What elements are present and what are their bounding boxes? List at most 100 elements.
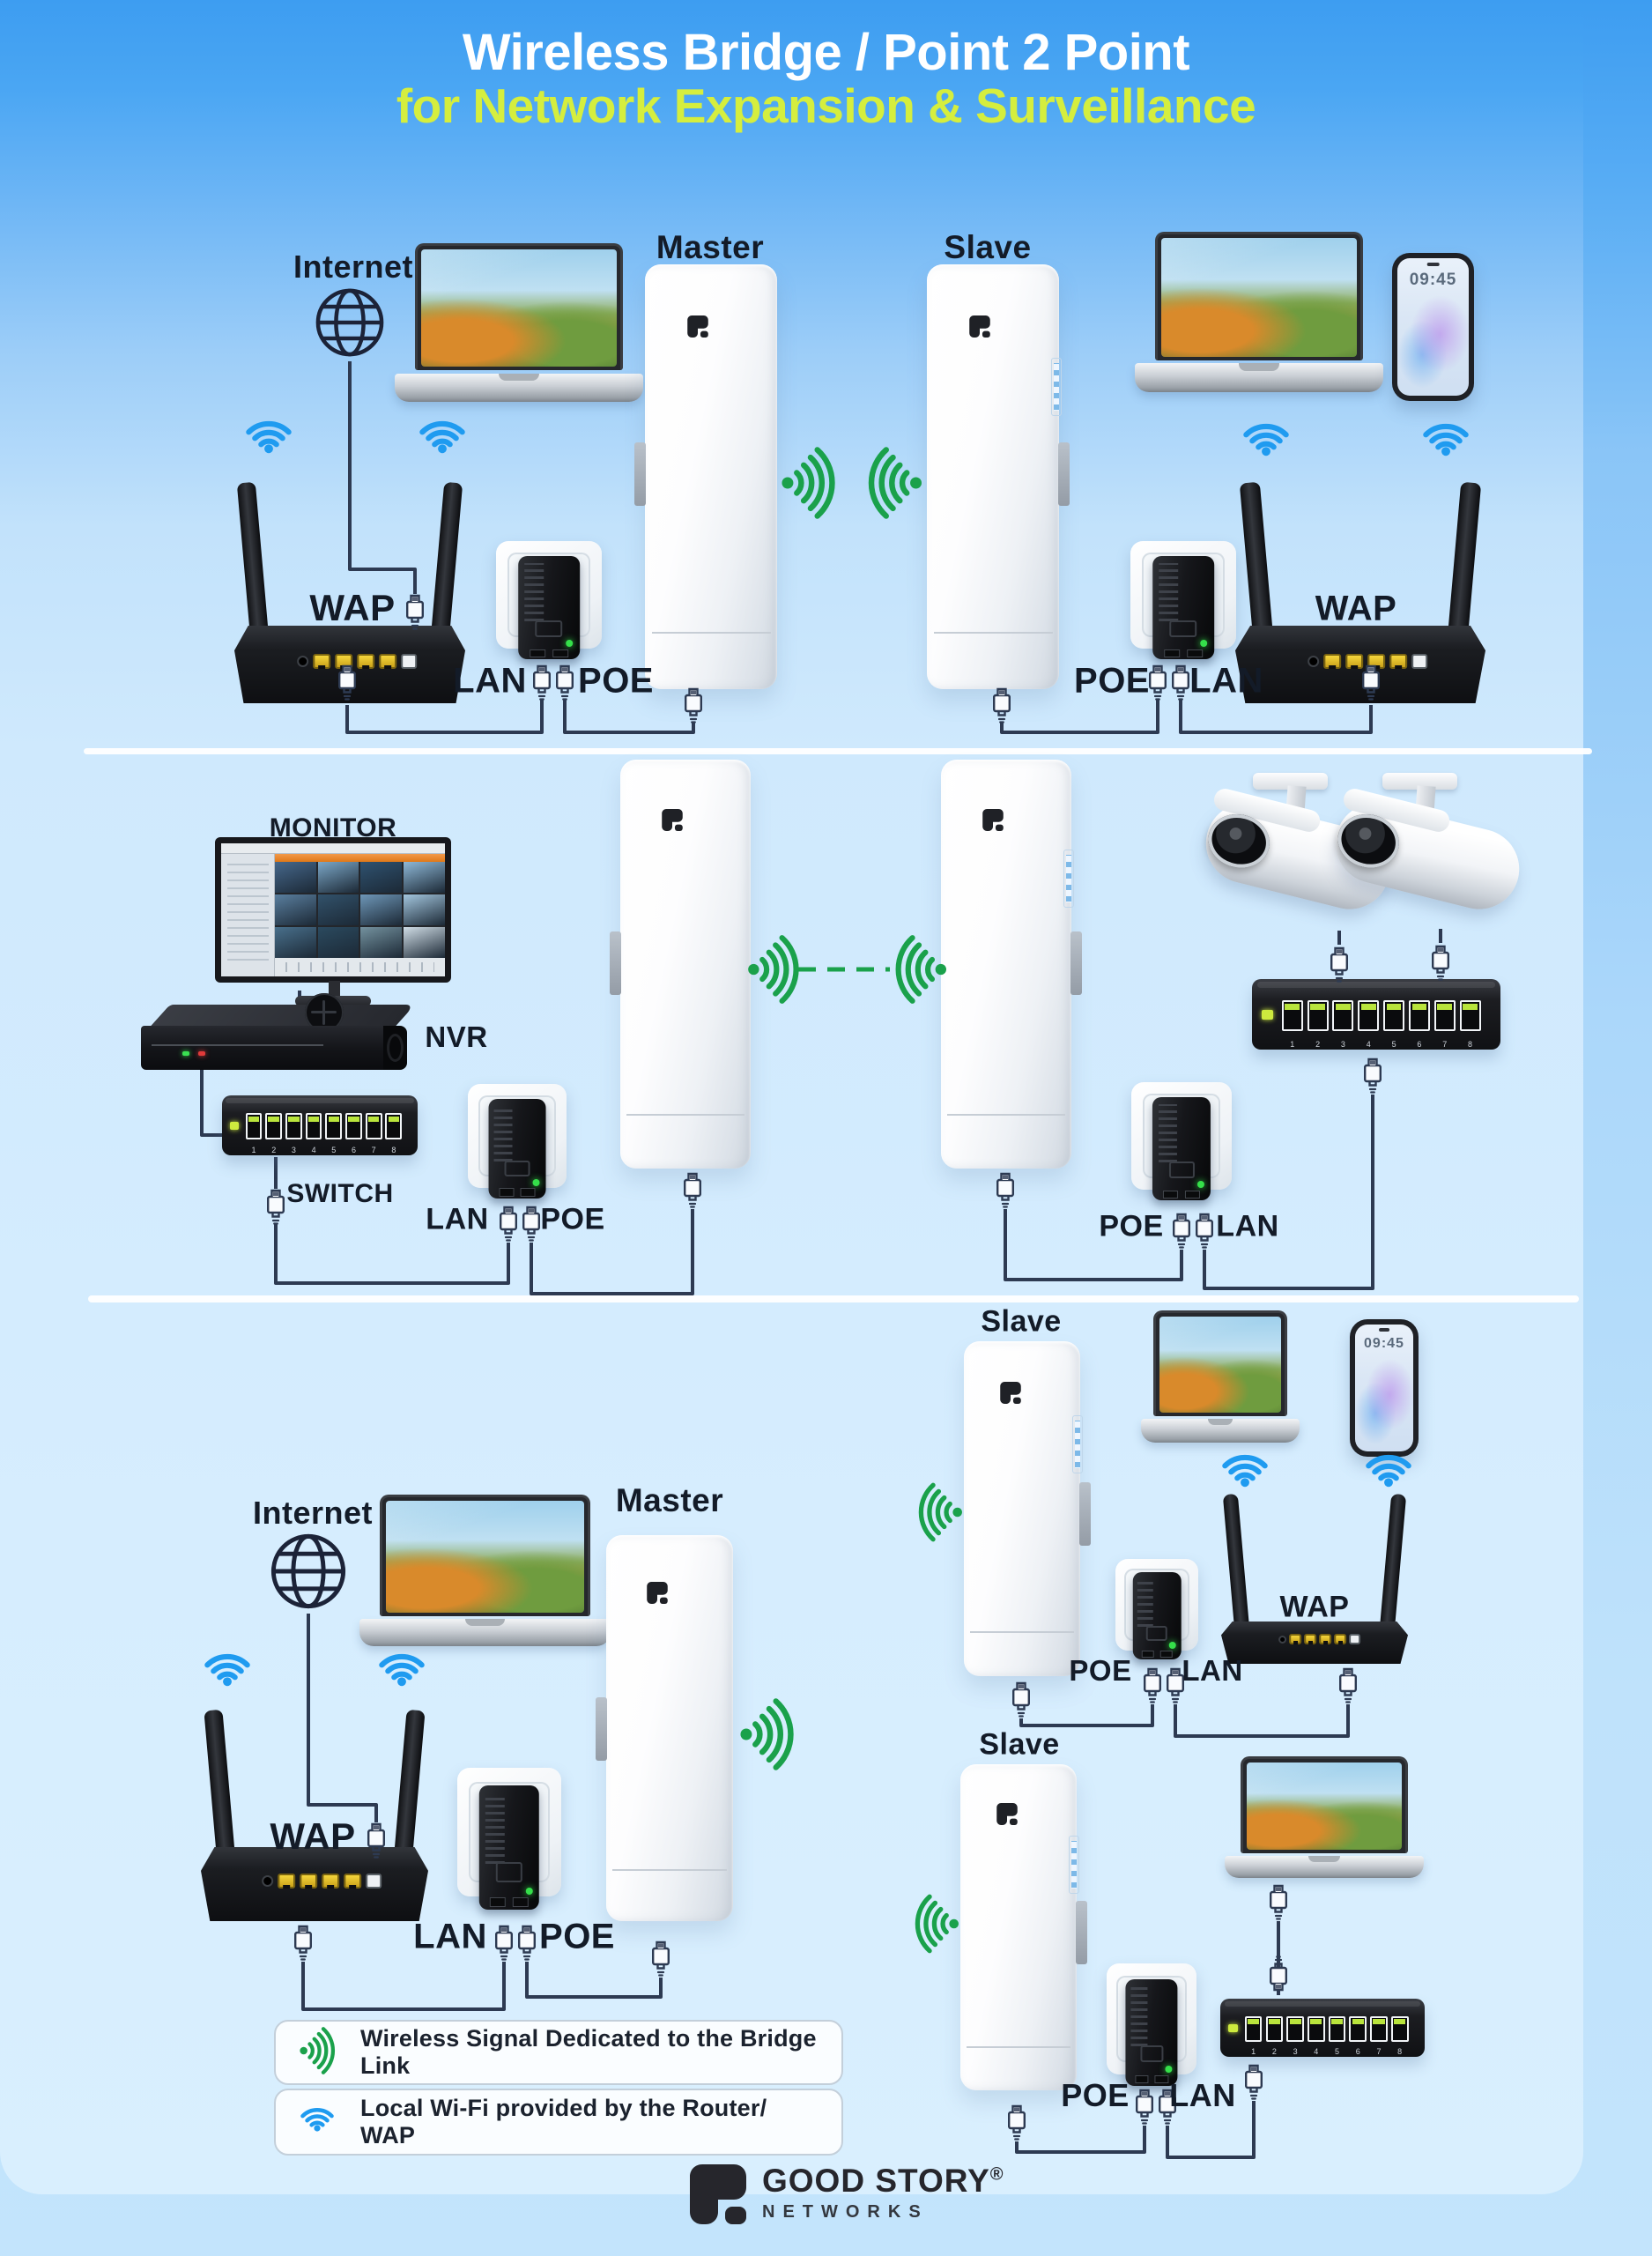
nvr-record-led bbox=[198, 1050, 206, 1056]
poe-port-slot bbox=[1141, 1651, 1154, 1659]
ethernet-plug-icon bbox=[530, 663, 553, 701]
switch-port-row bbox=[1244, 2015, 1409, 2042]
ap-mount-bracket bbox=[634, 442, 646, 507]
wan-port bbox=[1349, 1634, 1361, 1645]
poe-injector-unit bbox=[496, 541, 602, 660]
laptop-screen bbox=[1153, 1310, 1287, 1416]
wan-port bbox=[401, 653, 418, 669]
diagram-label: LAN bbox=[453, 661, 527, 701]
vms-camera-grid bbox=[274, 862, 445, 958]
diagram-label: POE bbox=[540, 1202, 605, 1236]
camera-body bbox=[1327, 795, 1528, 918]
laptop-screen bbox=[379, 1495, 591, 1616]
laptop-wallpaper bbox=[385, 1501, 585, 1613]
internet-globe-icon bbox=[314, 286, 386, 359]
legend-bridge-signal: Wireless Signal Dedicated to the Bridge … bbox=[274, 2020, 843, 2085]
brand-logo: GOOD STORY® NETWORKS bbox=[690, 2164, 1004, 2229]
ethernet-plug-icon bbox=[365, 1821, 388, 1859]
ethernet-plug-icon bbox=[1156, 2087, 1179, 2126]
wifi-icon bbox=[1413, 422, 1478, 459]
ethernet-plug-icon bbox=[990, 686, 1013, 724]
ap-led-indicator bbox=[1072, 1414, 1083, 1473]
registered-mark: ® bbox=[989, 2164, 1004, 2185]
bridge-signal-icon bbox=[293, 2025, 341, 2081]
poe-power-led bbox=[532, 1179, 540, 1187]
switch-port bbox=[1244, 2015, 1263, 2042]
internet-globe-icon bbox=[269, 1532, 348, 1611]
surveillance-tile bbox=[360, 894, 403, 926]
ethernet-plug-icon bbox=[1170, 1211, 1193, 1250]
switch-port bbox=[1349, 2015, 1367, 2042]
surveillance-tile bbox=[360, 927, 403, 958]
switch-port bbox=[265, 1113, 283, 1140]
diagram-label: NVR bbox=[425, 1020, 488, 1053]
poe-power-led bbox=[1168, 1642, 1176, 1650]
laptop bbox=[359, 1495, 611, 1646]
ap-brand-mark-icon bbox=[687, 315, 708, 338]
diagram-label: LAN bbox=[1189, 661, 1263, 701]
laptop-wallpaper bbox=[420, 249, 618, 367]
diagram-label: WAP bbox=[1315, 589, 1397, 628]
nvr-side-fan bbox=[382, 1025, 407, 1070]
poe-injector-unit bbox=[1130, 541, 1236, 660]
ap-mount-bracket bbox=[1079, 1481, 1091, 1546]
page-title: Wireless Bridge / Point 2 Point bbox=[462, 24, 1190, 81]
switch-top-face bbox=[1256, 982, 1496, 989]
wifi-router bbox=[201, 1709, 428, 1921]
poe-port-slot bbox=[1187, 649, 1204, 657]
ethernet-cable bbox=[525, 1962, 663, 1999]
ethernet-plug-icon bbox=[994, 1170, 1017, 1209]
diagram-label: WAP bbox=[309, 587, 396, 628]
lan-port bbox=[278, 1874, 296, 1889]
laptop-screen bbox=[1154, 232, 1364, 360]
surveillance-tile bbox=[404, 894, 445, 926]
nvr-power-led bbox=[182, 1050, 190, 1056]
ethernet-cable bbox=[301, 1962, 506, 2011]
diagram-label: Slave bbox=[981, 1304, 1062, 1339]
ethernet-plug-icon bbox=[1010, 1680, 1033, 1718]
ethernet-cable bbox=[1166, 2101, 1256, 2159]
vms-timeline bbox=[274, 957, 445, 977]
laptop-wallpaper bbox=[1160, 238, 1358, 357]
switch-port-number: 5 bbox=[331, 1146, 337, 1155]
switch-port bbox=[1459, 1000, 1481, 1032]
vms-titlebar bbox=[274, 854, 445, 863]
lan-port bbox=[344, 1874, 362, 1889]
bridge-signal-icon bbox=[915, 1480, 967, 1544]
legend-local-wifi-label: Local Wi-Fi provided by the Router/ WAP bbox=[360, 2095, 767, 2148]
camera-lens bbox=[1332, 807, 1405, 875]
switch-power-led bbox=[1228, 2024, 1238, 2032]
poe-power-led bbox=[1165, 2066, 1173, 2074]
ethernet-plug-icon bbox=[1359, 663, 1382, 701]
switch-port bbox=[1328, 2015, 1346, 2042]
ap-mount-bracket bbox=[610, 931, 621, 995]
switch-port bbox=[1307, 1000, 1329, 1032]
surveillance-tile bbox=[317, 894, 359, 926]
poe-injector-unit bbox=[457, 1768, 561, 1910]
poe-injector bbox=[1152, 556, 1214, 660]
wireless-bridge-ap bbox=[634, 264, 777, 689]
wifi-icon bbox=[1233, 422, 1299, 459]
diagram-label: WAP bbox=[270, 1815, 356, 1857]
ethernet-cable bbox=[200, 1070, 227, 1137]
vms-sidebar bbox=[221, 854, 275, 977]
diagram-label: Slave bbox=[979, 1727, 1060, 1762]
ethernet-cable bbox=[1179, 700, 1373, 734]
ap-brand-mark-icon bbox=[982, 808, 1004, 831]
diagram-label: WAP bbox=[1279, 1590, 1350, 1624]
wireless-bridge-ap bbox=[927, 264, 1070, 689]
wan-port bbox=[366, 1874, 382, 1889]
switch-port-number: 6 bbox=[351, 1146, 356, 1155]
ethernet-cable bbox=[563, 700, 695, 734]
bridge-signal-icon bbox=[743, 932, 804, 1006]
bridge-signal-icon bbox=[891, 932, 952, 1006]
laptop bbox=[1141, 1310, 1300, 1443]
lan-port bbox=[1304, 1634, 1317, 1645]
switch-port bbox=[385, 1113, 403, 1140]
poe-injector-unit bbox=[468, 1084, 567, 1198]
surveillance-tile bbox=[317, 927, 359, 958]
